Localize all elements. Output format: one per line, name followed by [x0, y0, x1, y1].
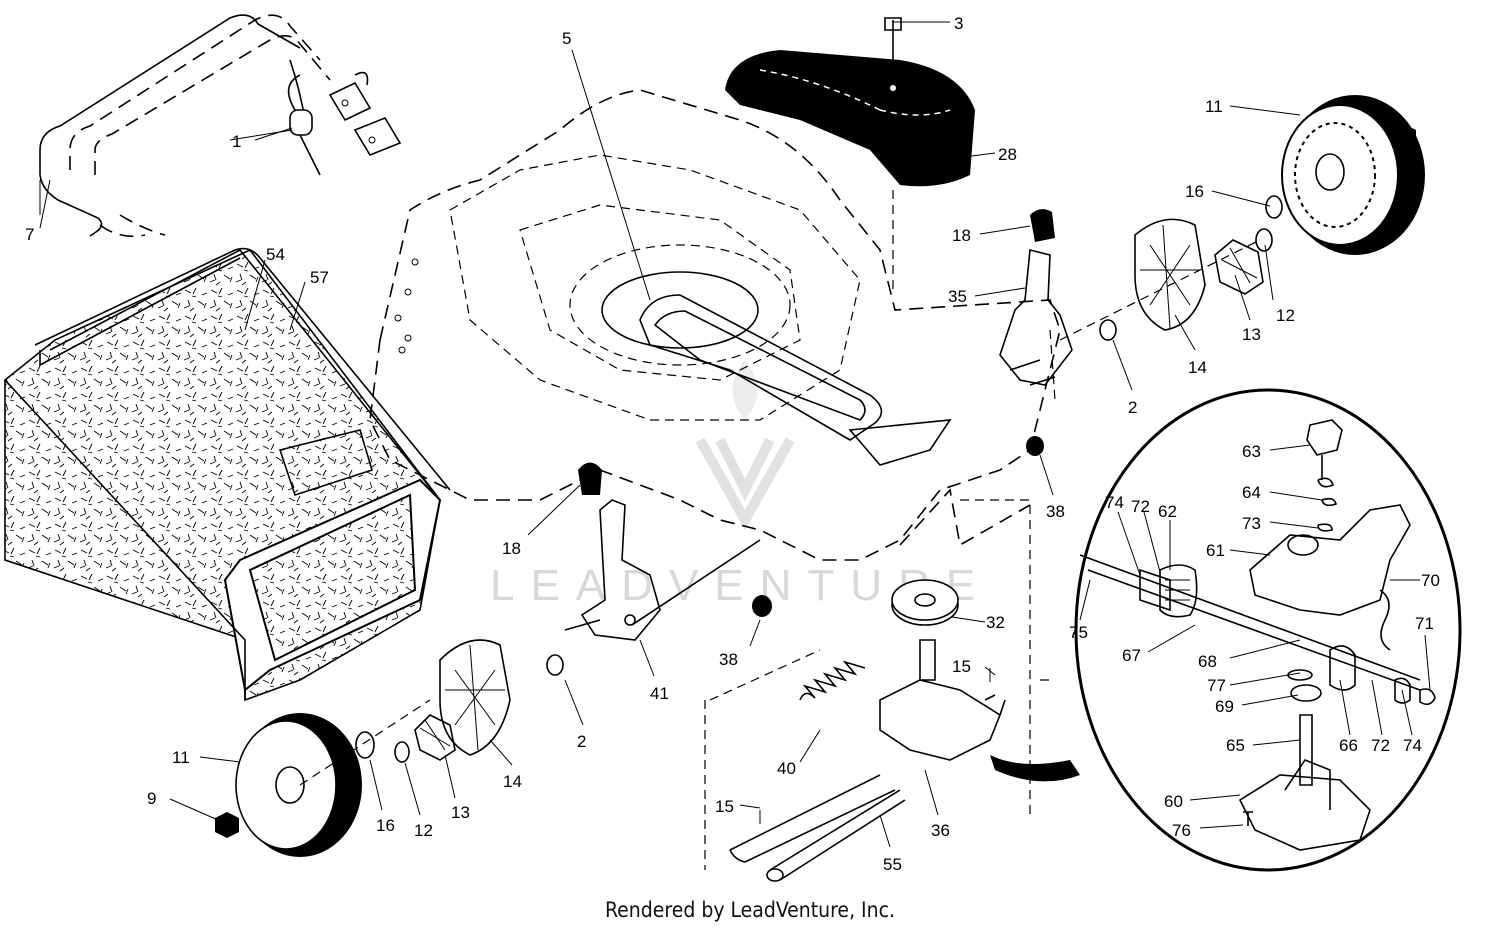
callout-16: 16	[376, 816, 395, 835]
callout-71: 71	[1415, 614, 1434, 633]
callout-68: 68	[1198, 652, 1217, 671]
callout-18: 18	[952, 226, 971, 245]
callout-54: 54	[266, 245, 285, 264]
callout-7: 7	[25, 225, 34, 244]
callout-labels: 1 7 54 57 5 3 28 11 9 16 12 13 14 2 18 3…	[25, 14, 1440, 874]
callout-57: 57	[310, 268, 329, 287]
callout-13: 13	[1242, 325, 1261, 344]
callout-32: 32	[986, 613, 1005, 632]
callout-75: 75	[1069, 623, 1088, 642]
callout-2: 2	[1128, 398, 1137, 417]
callout-70: 70	[1421, 571, 1440, 590]
transmission-detail-inset	[1074, 388, 1462, 872]
callout-36: 36	[931, 821, 950, 840]
callout-11: 11	[172, 748, 190, 767]
callout-61: 61	[1206, 541, 1225, 560]
callout-73: 73	[1242, 514, 1261, 533]
callout-2: 2	[577, 732, 586, 751]
callout-35: 35	[948, 287, 967, 306]
callout-65: 65	[1226, 736, 1245, 755]
right-height-adjuster	[999, 209, 1261, 386]
callout-16: 16	[1185, 182, 1204, 201]
rendered-by-caption: Rendered by LeadVenture, Inc.	[605, 898, 895, 922]
callout-64: 64	[1242, 483, 1261, 502]
callout-15: 15	[952, 657, 971, 676]
left-height-adjuster	[564, 462, 761, 641]
callout-40: 40	[777, 759, 796, 778]
callout-69: 69	[1215, 697, 1234, 716]
deflector-shield	[725, 17, 975, 290]
callout-14: 14	[1188, 358, 1207, 377]
callout-38: 38	[719, 650, 738, 669]
left-wheel-hub-parts	[355, 595, 772, 763]
callout-63: 63	[1242, 442, 1261, 461]
callout-12: 12	[1276, 306, 1295, 325]
upper-handle-assembly	[39, 14, 402, 238]
callout-38: 38	[1046, 502, 1065, 521]
left-rear-wheel	[215, 699, 431, 857]
callout-72: 72	[1131, 497, 1150, 516]
callout-3: 3	[954, 14, 963, 33]
callout-72: 72	[1371, 736, 1390, 755]
callout-13: 13	[451, 803, 470, 822]
callout-9: 9	[147, 789, 156, 808]
callout-67: 67	[1122, 646, 1141, 665]
leader-lines	[39, 21, 1431, 848]
callout-9: 9	[1415, 176, 1424, 195]
callout-1: 1	[232, 132, 241, 151]
watermark-logo: LEADVENTURE	[490, 360, 975, 610]
callout-60: 60	[1164, 792, 1183, 811]
drive-assembly	[704, 579, 1080, 882]
callout-14: 14	[503, 772, 522, 791]
callout-18: 18	[502, 539, 521, 558]
grass-catcher	[4, 247, 451, 702]
callout-11: 11	[1205, 97, 1223, 116]
callout-15: 15	[715, 797, 734, 816]
callout-28: 28	[998, 145, 1017, 164]
callout-74: 74	[1403, 736, 1422, 755]
callout-5: 5	[562, 29, 571, 48]
callout-77: 77	[1207, 676, 1226, 695]
mower-deck	[369, 89, 1061, 820]
callout-12: 12	[414, 821, 433, 840]
callout-74: 74	[1105, 493, 1124, 512]
callout-55: 55	[883, 855, 902, 874]
right-rear-wheel	[1281, 95, 1425, 255]
right-wheel-hub-parts	[1026, 195, 1283, 456]
callout-62: 62	[1158, 502, 1177, 521]
callout-66: 66	[1339, 736, 1358, 755]
callout-41: 41	[650, 684, 669, 703]
callout-76: 76	[1172, 821, 1191, 840]
